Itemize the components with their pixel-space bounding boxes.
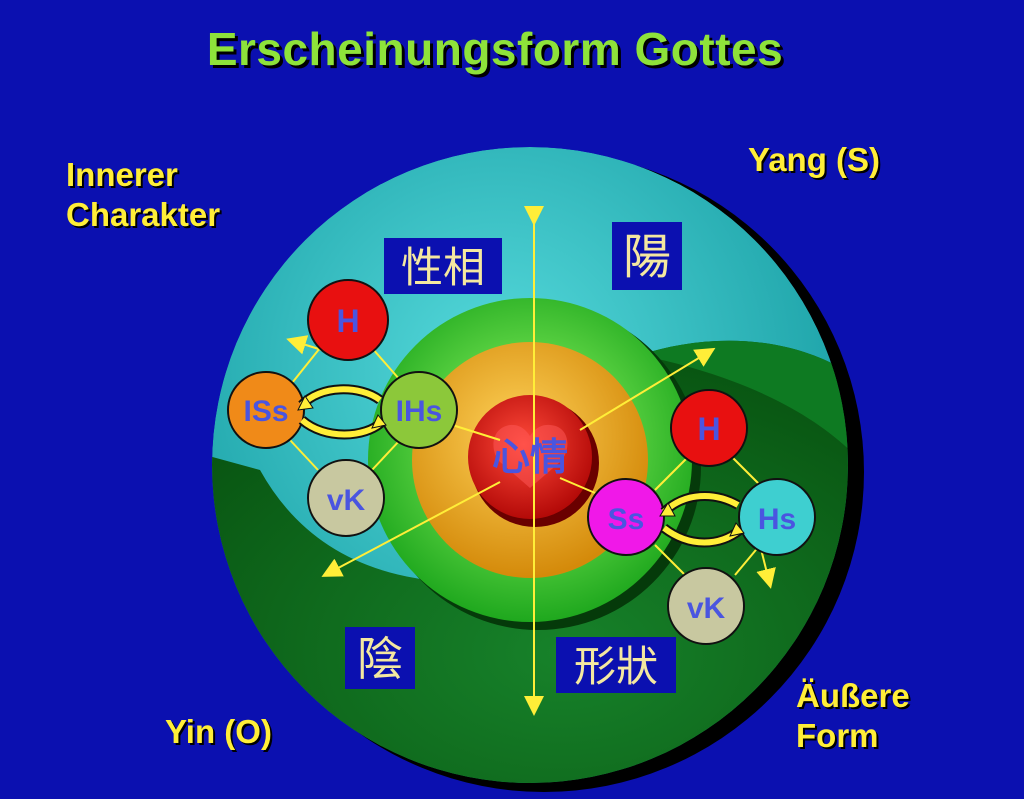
label-outer-form: Äußere Form xyxy=(796,676,910,756)
kanji-sungsang-text: 性相 xyxy=(401,243,485,292)
kanji-yin-text: 陰 xyxy=(357,632,403,686)
outer-node-h-label: H xyxy=(697,411,720,447)
inner-node-iss-label: ISs xyxy=(243,395,288,428)
outer-node-vk-label: vK xyxy=(687,592,726,625)
inner-node-ihs-label: IHs xyxy=(396,395,443,428)
outer-node-ss-label: Ss xyxy=(608,503,645,536)
kanji-box-yang: 陽 xyxy=(612,222,682,290)
inner-node-h-label: H xyxy=(336,303,359,339)
outer-node-ss: Ss xyxy=(587,478,665,556)
inner-node-h: H xyxy=(307,279,389,361)
kanji-box-yin: 陰 xyxy=(345,627,415,689)
label-outer-line1: Äußere xyxy=(796,677,910,714)
axis-down-left xyxy=(321,481,501,577)
kanji-yang-text: 陽 xyxy=(623,229,671,285)
label-yin: Yin (O) xyxy=(165,713,272,750)
outer-node-hs: Hs xyxy=(738,478,816,556)
label-inner-line2: Charakter xyxy=(66,196,221,233)
label-inner-line1: Innerer xyxy=(66,156,178,193)
inner-node-vk-label: vK xyxy=(327,484,366,517)
kanji-box-hyungsang: 形狀 xyxy=(556,637,676,693)
kanji-hyungsang-text: 形狀 xyxy=(574,642,658,691)
outer-exchange-arrows-icon xyxy=(659,491,745,548)
inner-node-iss: ISs xyxy=(227,371,305,449)
label-yang: Yang (S) xyxy=(748,141,881,178)
inner-quadrangle xyxy=(286,335,401,471)
outer-node-vk: vK xyxy=(667,567,745,645)
inner-node-vk: vK xyxy=(307,459,385,537)
inner-node-ihs: IHs xyxy=(380,371,458,449)
kanji-box-sungsang: 性相 xyxy=(384,238,502,294)
label-inner-character: Innerer Charakter xyxy=(66,155,220,235)
label-outer-line2: Form xyxy=(796,717,879,754)
outer-node-h: H xyxy=(670,389,748,467)
page-title: Erscheinungsform Gottes xyxy=(206,23,784,75)
outer-node-hs-label: Hs xyxy=(758,503,796,536)
inner-exchange-arrows-icon xyxy=(297,384,387,440)
kanji-center-text: 心情 xyxy=(492,434,568,479)
axis-up-right xyxy=(579,347,716,431)
